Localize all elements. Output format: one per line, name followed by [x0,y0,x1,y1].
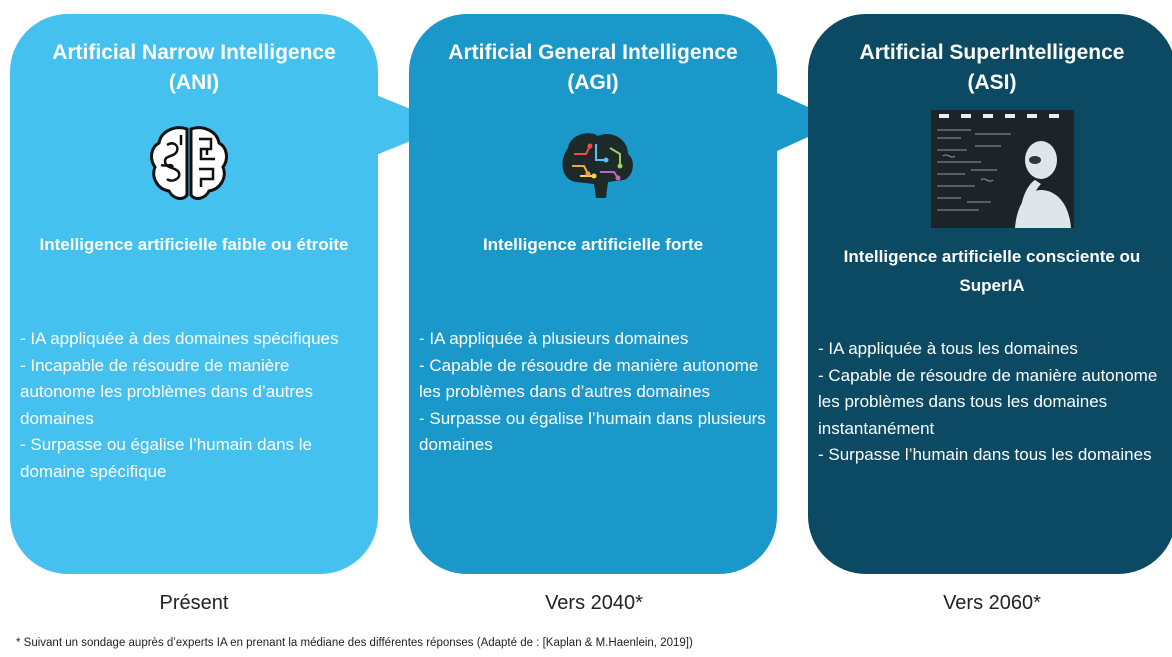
card-subtitle: Intelligence artificielle faible ou étro… [39,235,349,254]
robot-thinking-icon [931,110,1074,228]
timeline-label-2040: Vers 2040* [545,592,643,614]
card-asi: Artificial SuperIntelligence (ASI) Intel… [808,14,1172,574]
card-bullets: - IA appliquée à des domaines spécifique… [20,326,368,485]
card-subtitle: Intelligence artificielle forte [482,235,704,254]
bullet-item: - IA appliquée à des domaines spécifique… [20,329,339,348]
bullet-item: - Surpasse ou égalise l’humain dans plus… [419,408,766,455]
card-title: Artificial Narrow Intelligence (ANI) [52,41,336,94]
bullet-item: - IA appliquée à tous les domaines [818,339,1078,358]
card-agi: Artificial General Intelligence (AGI) In… [409,14,777,574]
card-title: Artificial SuperIntelligence (ASI) [859,41,1125,94]
bullet-item: - Capable de résoudre de manière autonom… [818,365,1158,438]
brain-maze-icon [150,126,228,200]
card-bullets: - IA appliquée à plusieurs domaines - Ca… [419,326,767,459]
bullet-item: - IA appliquée à plusieurs domaines [419,329,689,348]
card-title: Artificial General Intelligence (AGI) [448,41,738,94]
timeline-label-2060: Vers 2060* [943,592,1041,614]
card-bullets: - IA appliquée à tous les domaines - Cap… [818,336,1166,469]
card-subtitle: Intelligence artificielle consciente ou … [843,247,1141,295]
bullet-item: - Surpasse l’humain dans tous les domain… [818,445,1152,464]
bullet-item: - Surpasse ou égalise l’humain dans le d… [20,435,313,481]
card-ani: Artificial Narrow Intelligence (ANI) Int… [10,14,378,574]
timeline-label-present: Présent [159,592,229,614]
bullet-item: - Capable de résoudre de manière autonom… [419,355,759,402]
footnote: * Suivant un sondage auprès d’experts IA… [16,637,693,649]
bullet-item: - Incapable de résoudre de manière auton… [20,355,313,428]
circuit-brain-icon [562,133,633,198]
